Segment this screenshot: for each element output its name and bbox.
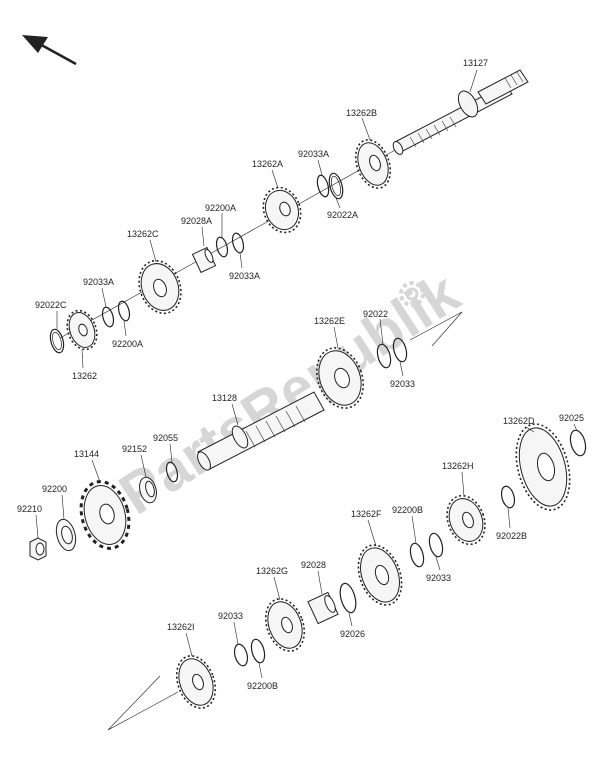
washer-92200B-lower [250, 638, 266, 664]
gear-13262B [354, 139, 392, 189]
label-13262G: 13262G [256, 566, 288, 576]
label-13262I: 13262I [167, 622, 195, 632]
label-92200A-lower: 92200A [112, 339, 143, 349]
label-92028: 92028 [301, 560, 326, 570]
ring-92033-mid [428, 532, 444, 558]
label-13262F: 13262F [351, 509, 382, 519]
label-92200B-upper: 92200B [392, 505, 423, 515]
washer-92022B [500, 485, 516, 509]
arrow-up-left-icon [22, 35, 77, 66]
upper-shaft-assembly [49, 69, 529, 354]
label-13262A: 13262A [252, 159, 283, 169]
label-92200: 92200 [42, 484, 67, 494]
ring-92033A-lower [101, 306, 115, 328]
ring-92033-upper [392, 337, 408, 363]
label-92025: 92025 [559, 413, 584, 423]
gear-13262I [175, 655, 217, 709]
label-92026: 92026 [340, 629, 365, 639]
label-92152: 92152 [122, 444, 147, 454]
label-13144: 13144 [74, 449, 99, 459]
washer-92022C [49, 328, 65, 354]
washer-92200A-lower [117, 300, 131, 322]
label-13262: 13262 [72, 371, 97, 381]
label-92033A-lower: 92033A [83, 277, 114, 287]
label-92028A: 92028A [181, 216, 212, 226]
gear-13262G [264, 598, 306, 652]
label-92055: 92055 [153, 433, 178, 443]
washer-92200B-upper [409, 542, 425, 568]
shaft-13128 [197, 391, 325, 471]
gear-13262A [262, 186, 302, 234]
gear-13262C [138, 259, 182, 315]
washer-92200 [55, 518, 77, 552]
label-13262B: 13262B [346, 108, 377, 118]
label-13262D: 13262D [503, 416, 535, 426]
ring-92055 [165, 461, 179, 483]
shaft-13127 [392, 69, 529, 155]
bearing-92028 [307, 591, 339, 625]
nut-92210 [29, 537, 47, 561]
label-92033-upper: 92033 [390, 379, 415, 389]
label-92200B-lower: 92200B [247, 681, 278, 691]
bearing-92028A [191, 246, 217, 274]
gear-13262D [515, 423, 571, 511]
label-13262C: 13262C [127, 229, 159, 239]
gear-icon [399, 281, 425, 307]
label-92022: 92022 [363, 309, 388, 319]
washer-92022A [328, 172, 344, 200]
ring-92025 [569, 429, 587, 457]
label-92033A-upper: 92033A [298, 149, 329, 159]
label-13127: 13127 [463, 58, 488, 68]
label-13128: 13128 [212, 393, 237, 403]
label-92033-mid: 92033 [426, 573, 451, 583]
washer-92022 [376, 343, 392, 369]
gear-13262F [357, 544, 403, 606]
gear-13262 [66, 309, 98, 351]
gear-13262H [446, 494, 486, 546]
label-92022C: 92022C [35, 300, 67, 310]
collar-92152 [139, 476, 157, 504]
label-92200A-upper: 92200A [205, 203, 236, 213]
gear-13262E [315, 347, 365, 409]
label-92210: 92210 [17, 504, 42, 514]
label-13262E: 13262E [314, 316, 345, 326]
ring-92033-lower [233, 643, 249, 667]
washer-92200A-upper [215, 236, 229, 258]
label-92033A-mid: 92033A [229, 271, 260, 281]
label-92033-lower: 92033 [218, 611, 243, 621]
ring-92026 [339, 582, 357, 614]
ring-92033A-upper [316, 174, 330, 198]
ring-92033A-mid [231, 232, 245, 254]
label-13262H: 13262H [442, 461, 474, 471]
sprocket-13144 [79, 480, 131, 550]
part-labels: 13127 13262B 92033A 92022A 13262A 92200A… [17, 58, 584, 691]
label-92022A: 92022A [327, 210, 358, 220]
label-92022B: 92022B [496, 531, 527, 541]
